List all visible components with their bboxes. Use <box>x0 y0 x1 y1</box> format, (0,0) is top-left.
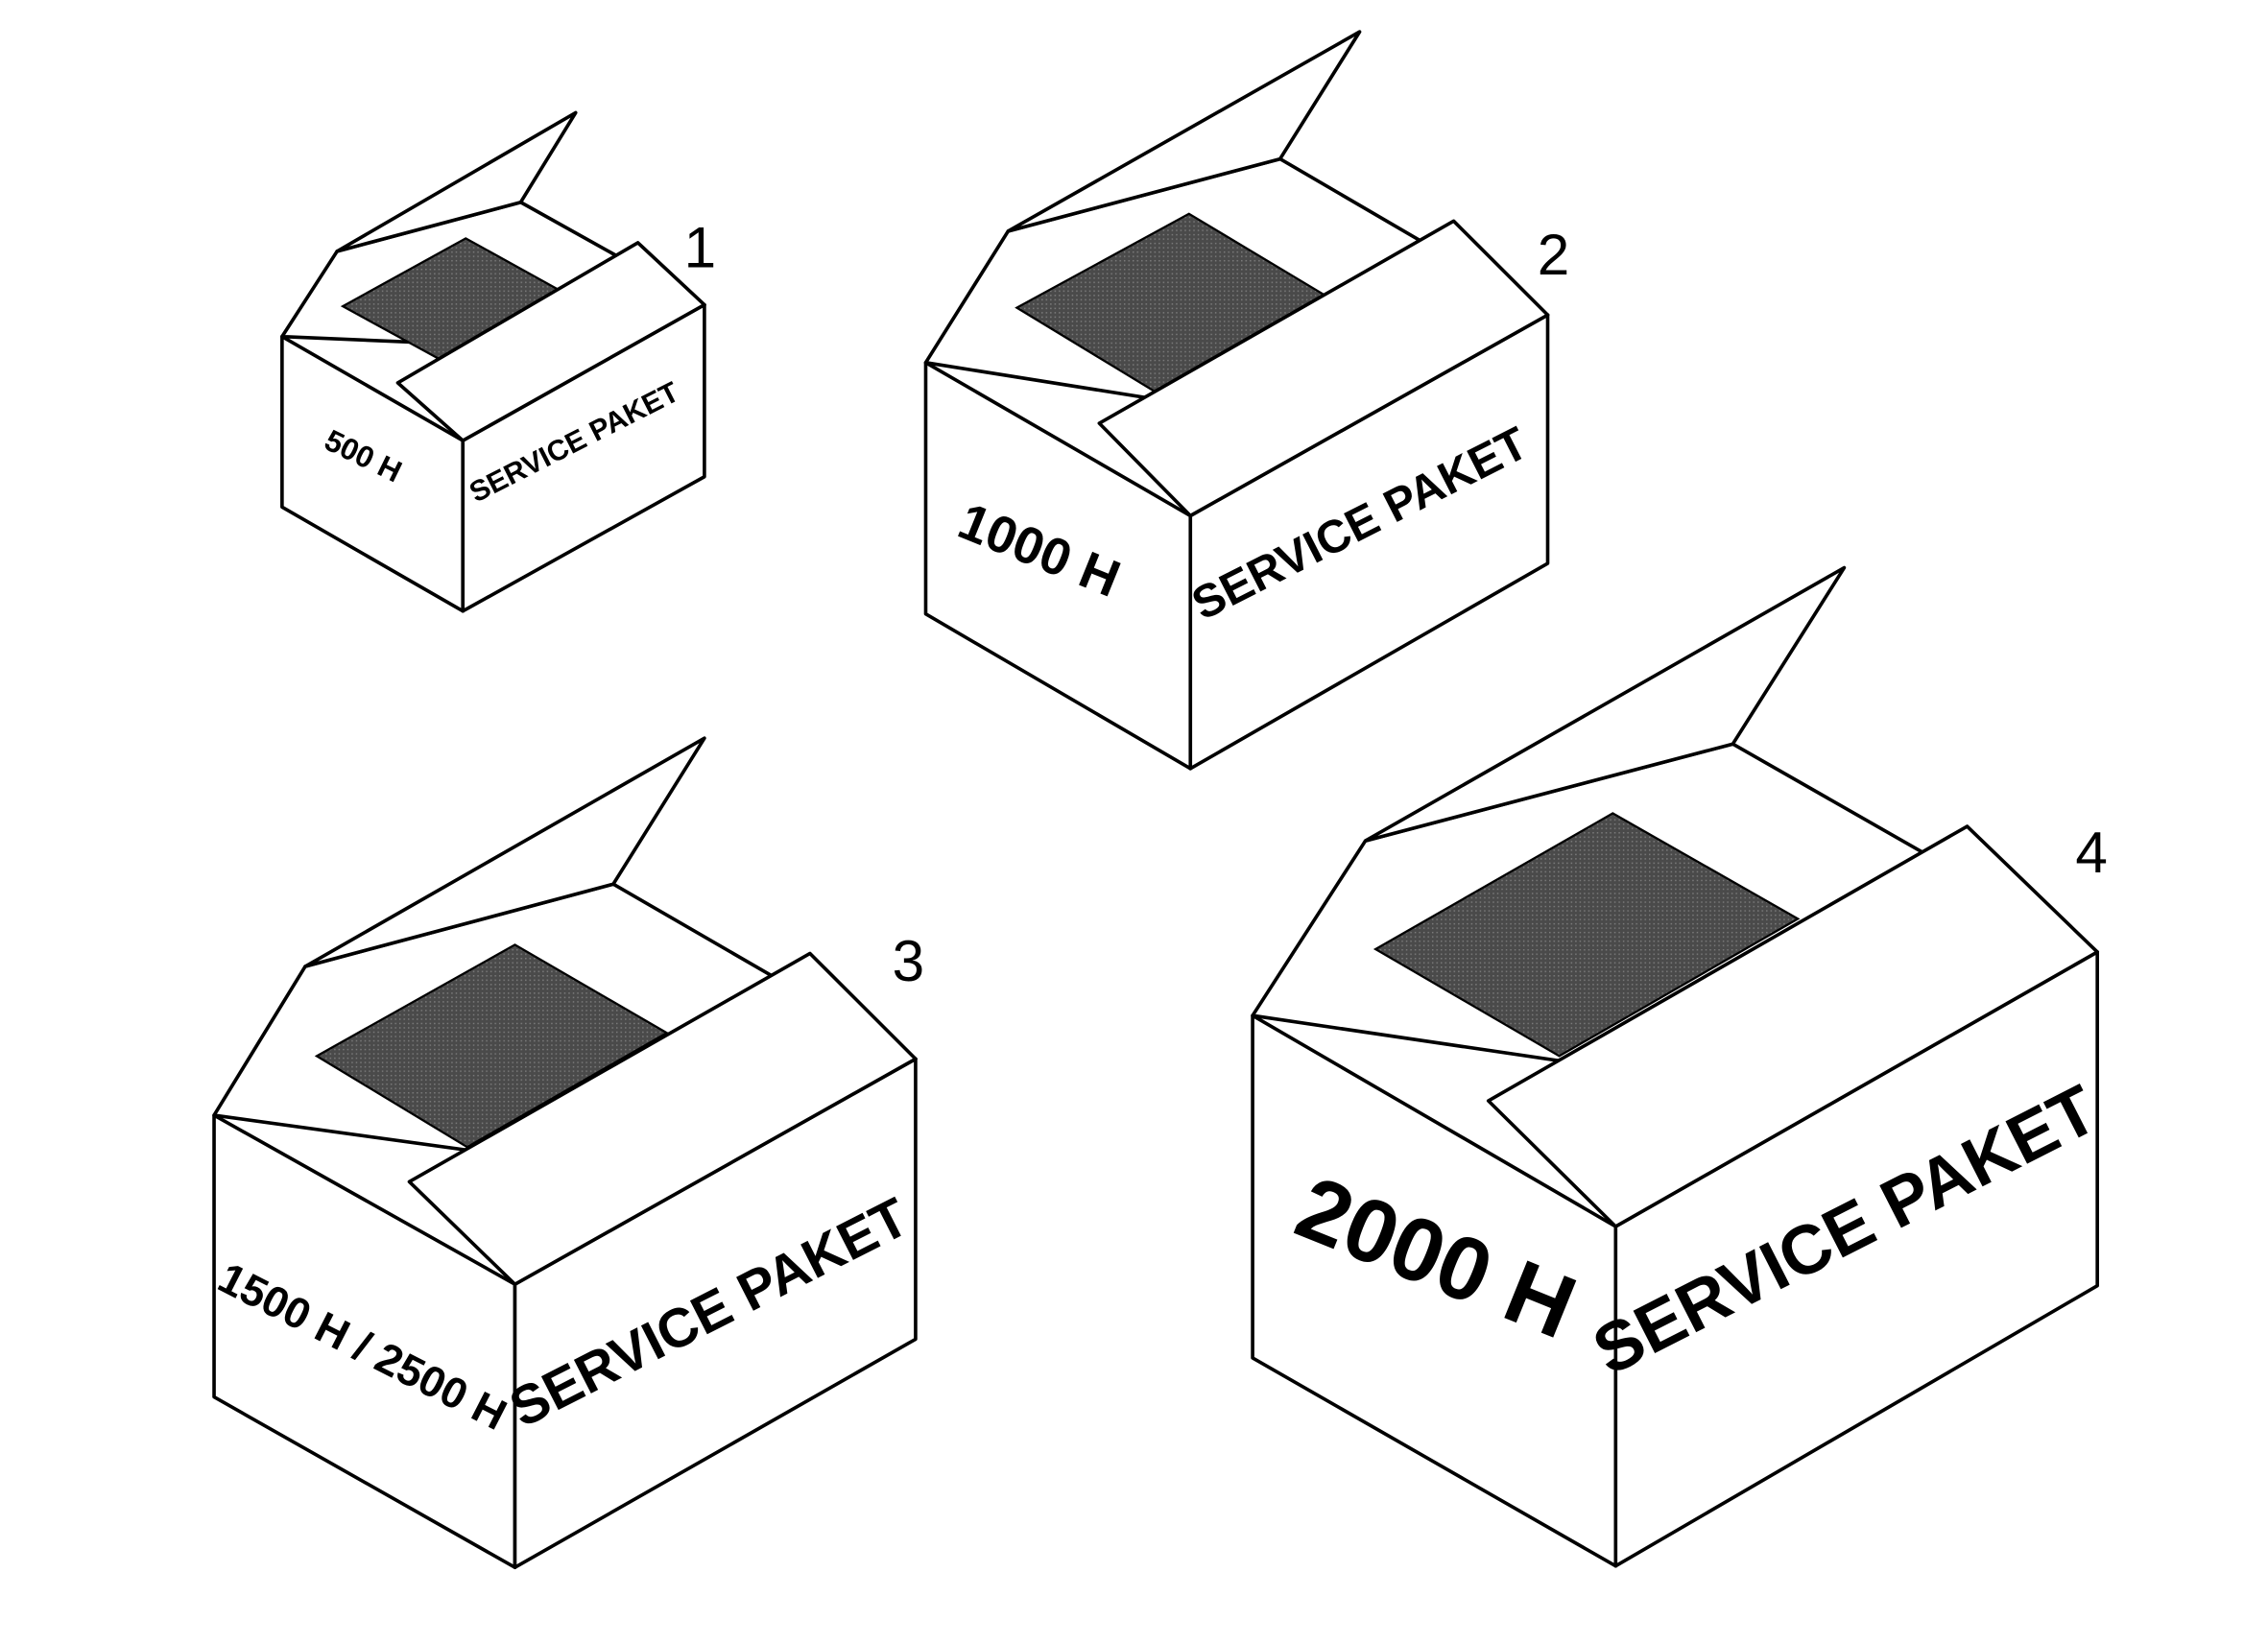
service-box-3: 1500 H / 2500 H SERVICE PAKET 3 <box>211 736 925 1570</box>
box-3-contents <box>314 943 669 1149</box>
box-2-back-flap <box>1006 30 1362 233</box>
box-4-back-flap <box>1363 565 1847 843</box>
service-box-2: 1000 H SERVICE PAKET 2 <box>923 30 1570 771</box>
box-3-front-flap <box>407 951 918 1286</box>
service-box-1: 500 H SERVICE PAKET 1 <box>280 110 717 613</box>
box-4-contents <box>1373 812 1801 1058</box>
box-3-back-flap <box>303 736 706 968</box>
service-box-4: 2000 H SERVICE PAKET 4 <box>1251 565 2109 1568</box>
box-4-front-flap <box>1486 824 2099 1228</box>
box-1-front-flap <box>395 241 706 442</box>
box-1-back-flap <box>335 110 578 253</box>
box-2-front-flap <box>1097 219 1550 518</box>
box-2-number: 2 <box>1538 222 1570 287</box>
box-3-number: 3 <box>893 928 925 993</box>
box-4-number: 4 <box>2075 820 2108 885</box>
box-1-number: 1 <box>684 215 717 280</box>
